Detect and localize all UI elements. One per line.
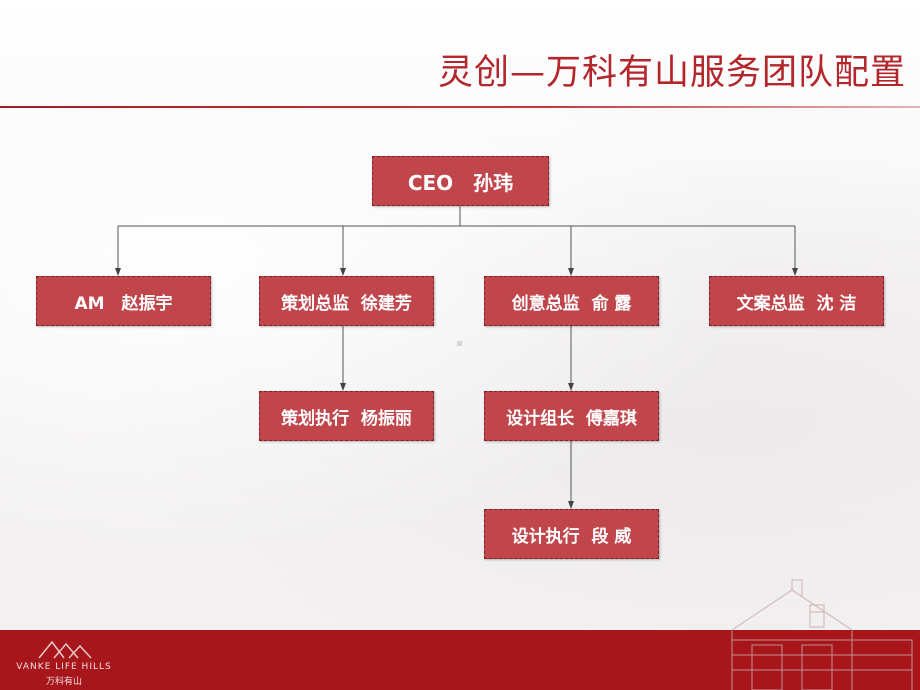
- brand-logo: VANKE LIFE HILLS 万科有山: [14, 636, 114, 688]
- logo-text: VANKE LIFE HILLS: [16, 662, 112, 672]
- logo-subtext: 万科有山: [45, 677, 82, 687]
- center-marker: [457, 341, 462, 346]
- ceo-box: CEO 孙玮: [372, 156, 549, 206]
- design-lead-box: 设计组长 傅嘉琪: [484, 391, 659, 441]
- am-box: AM 赵振宇: [36, 276, 211, 326]
- mountain-logo-icon: [38, 640, 92, 659]
- planning-exec-box: 策划执行 杨振丽: [259, 391, 434, 441]
- creative-director-box: 创意总监 俞 露: [484, 276, 659, 326]
- planning-director-box: 策划总监 徐建芳: [259, 276, 434, 326]
- slide-title: 灵创—万科有山服务团队配置: [437, 53, 906, 93]
- title-divider: [0, 106, 920, 108]
- design-exec-box: 设计执行 段 威: [484, 509, 659, 559]
- copy-director-box: 文案总监 沈 洁: [709, 276, 884, 326]
- building-illustration-icon: [731, 579, 913, 690]
